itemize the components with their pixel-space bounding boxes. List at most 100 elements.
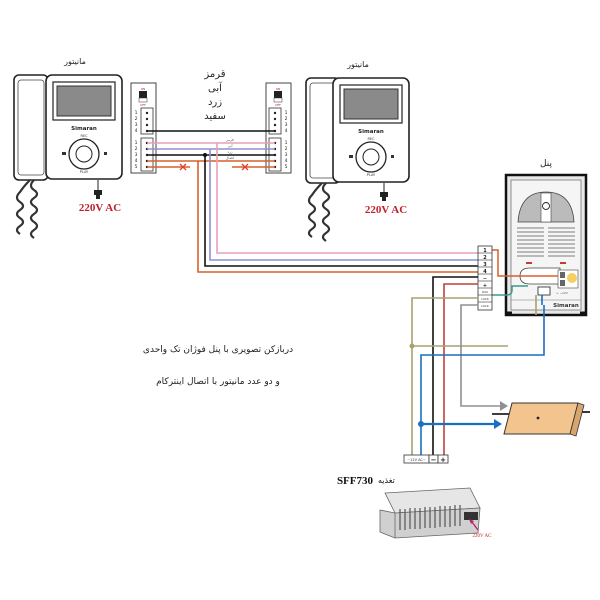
svg-text:4: 4: [285, 128, 288, 134]
wire-orange-to-panel: [197, 161, 480, 273]
handset-left: [13, 74, 49, 181]
monitor-right-power: 220V AC: [365, 204, 407, 216]
svg-text:3: 3: [285, 152, 288, 158]
svg-text:REC: REC: [367, 137, 375, 141]
wire-power-negative: [432, 276, 478, 455]
monitor-right-label: مانیتور: [346, 60, 369, 69]
svg-text:2: 2: [285, 146, 288, 152]
svg-text:3: 3: [135, 152, 138, 158]
dip-switch-left[interactable]: [139, 91, 147, 98]
monitor-left-power: 220V AC: [79, 202, 121, 214]
svg-text:−: −: [431, 456, 437, 464]
power-terminal-strip: ~12V AC~ − +: [403, 454, 449, 464]
svg-text:2: 2: [135, 146, 138, 152]
svg-text:1: 1: [483, 248, 487, 254]
lock-connector: [537, 286, 551, 296]
svg-text:3: 3: [285, 122, 288, 128]
lock-body: [503, 402, 579, 435]
psu-input-terminal: [464, 512, 478, 520]
dip-switch-right[interactable]: [274, 91, 282, 98]
panel-terminal-strip: 1 2 3 4 − + DAS LOCK LOCK: [477, 245, 493, 311]
svg-text:1: 1: [285, 140, 288, 146]
svg-text:PLAY: PLAY: [80, 170, 89, 174]
svg-text:ON: ON: [276, 87, 281, 91]
power-supply: SFF730 تغذیه 220V AC: [337, 475, 492, 539]
psu-input-label: 220V AC: [473, 534, 493, 539]
svg-text:OFF: OFF: [140, 103, 146, 107]
svg-text:~12V AC~: ~12V AC~: [407, 458, 426, 462]
monitor-left-brand: Simaran: [71, 126, 97, 132]
svg-text:3: 3: [135, 122, 138, 128]
svg-text:LOCK: LOCK: [481, 297, 489, 301]
svg-text:5: 5: [135, 164, 138, 170]
power-wiring: [409, 276, 545, 455]
monitor-left-center-button[interactable]: [75, 145, 93, 163]
wire-red-to-panel: [216, 143, 480, 254]
svg-text:DAS: DAS: [482, 290, 488, 294]
svg-text:1: 1: [135, 110, 138, 116]
arrow-icon: [500, 401, 508, 411]
svg-text:REC: REC: [80, 134, 88, 138]
monitor-left-screen: [56, 85, 112, 117]
camera-lens: [542, 202, 550, 210]
svg-text:2: 2: [285, 116, 288, 122]
wire-olive: [411, 297, 478, 455]
door-panel: پنل + −12V Simaran: [504, 159, 588, 317]
svg-text:3: 3: [483, 262, 487, 268]
svg-text:زرد: زرد: [228, 150, 233, 154]
panel-brand: Simaran: [553, 303, 579, 309]
monitor-right-screen: [343, 88, 399, 120]
unlock-icon: [349, 155, 353, 158]
wire-color-legend: قرمز آبی زرد سفید: [203, 69, 225, 122]
terminal-block-right: ON OFF 1 2 3 4 1 2 3 4 5: [265, 82, 292, 174]
svg-text:PLAY: PLAY: [367, 173, 376, 177]
plug-icon: [380, 192, 388, 201]
psu-label: تغذیه: [378, 476, 395, 485]
svg-text:آبی: آبی: [228, 144, 234, 148]
svg-text:اتصال: اتصال: [226, 156, 235, 160]
mic-icon: [391, 155, 394, 158]
description-line-2: و دو عدد مانیتور با اتصال اینترکام: [156, 377, 280, 387]
arrow-icon: [469, 519, 474, 524]
diagram-description: دربازکن تصویری با پنل فوژان تک واحدی و د…: [143, 345, 293, 387]
description-line-1: دربازکن تصویری با پنل فوژان تک واحدی: [143, 345, 293, 355]
svg-text:2: 2: [483, 255, 487, 261]
wire-blue-to-panel: [209, 149, 480, 261]
svg-text:1: 1: [135, 140, 138, 146]
svg-text:−: −: [483, 276, 487, 282]
unlock-icon: [62, 152, 66, 155]
svg-text:آبی: آبی: [208, 81, 223, 94]
svg-text:قرمز: قرمز: [225, 138, 234, 142]
arrow-icon: [494, 419, 502, 429]
wire-panel-teal: [490, 285, 528, 296]
wire-power-positive: [443, 283, 478, 455]
panel-label: پنل: [540, 159, 553, 169]
monitor-right-center-button[interactable]: [362, 148, 380, 166]
svg-text:1: 1: [285, 110, 288, 116]
monitor-left-label: مانیتور: [63, 57, 86, 66]
psu-model: SFF730: [337, 475, 374, 487]
mic-icon: [104, 152, 107, 155]
wire-black-to-panel: [204, 155, 480, 267]
monitor-left: مانیتور Simaran REC PLAY 220V AC: [13, 57, 123, 239]
svg-text:4: 4: [483, 269, 487, 275]
svg-text:ON: ON: [141, 87, 146, 91]
svg-text:+: +: [440, 456, 446, 464]
svg-text:قرمز: قرمز: [203, 69, 225, 80]
intercom-wires: قرمز آبی زرد اتصال: [147, 130, 480, 273]
speaker-grille: [517, 227, 575, 257]
svg-text:زرد: زرد: [208, 97, 222, 108]
wire-lock-blue: [420, 295, 545, 455]
svg-text:4: 4: [135, 128, 138, 134]
svg-text:2: 2: [135, 116, 138, 122]
plug-icon: [94, 190, 102, 199]
svg-text:LOCK: LOCK: [481, 304, 489, 308]
terminal-block-left: ON OFF 1 2 3 4 1 2 3 4 5: [130, 82, 157, 174]
monitor-right-brand: Simaran: [358, 129, 384, 135]
svg-text:+: +: [483, 283, 487, 289]
svg-text:+ −12V: + −12V: [556, 291, 569, 295]
svg-text:OFF: OFF: [275, 103, 281, 107]
electric-lock: [492, 402, 590, 437]
svg-text:4: 4: [135, 158, 138, 164]
